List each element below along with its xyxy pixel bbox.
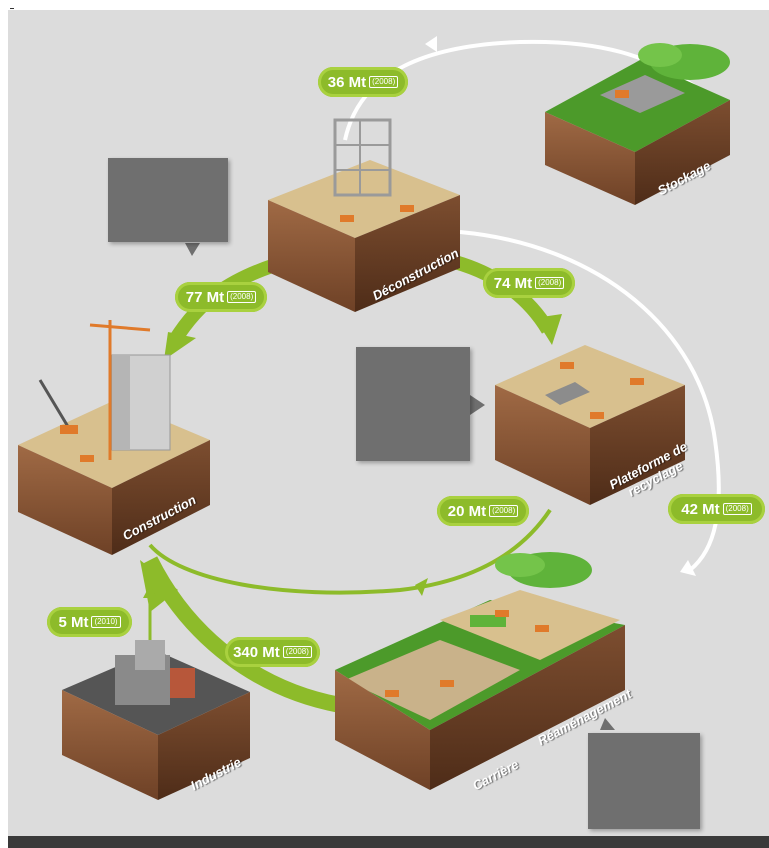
flow-value: 36 Mt [327, 73, 367, 91]
flow-value: 5 Mt [58, 613, 89, 631]
arrowhead-340 [140, 560, 178, 612]
flow-year: (2008) [227, 291, 257, 303]
flow-badge-36: 36 Mt(2008) [318, 67, 408, 97]
plateforme-block [495, 345, 685, 505]
footer-bar [8, 836, 769, 848]
corner-mark [10, 8, 14, 9]
flow-value: 340 Mt [233, 643, 280, 661]
flow-year: (2008) [282, 646, 312, 658]
arrowhead-stockage [425, 36, 437, 52]
stockage-block [545, 43, 730, 205]
arrowhead-reamenagement [680, 560, 696, 576]
arrowhead-77 [164, 332, 196, 360]
flow-badge-340: 340 Mt(2008) [225, 637, 320, 667]
flow-badge-20: 20 Mt(2008) [437, 496, 529, 526]
arrow-to-reamenagement [459, 230, 721, 572]
flow-value: 42 Mt [681, 500, 720, 518]
flow-year: (2008) [535, 277, 565, 289]
info-note-middle [356, 347, 470, 461]
arrowhead-74 [535, 314, 562, 345]
info-note-top [108, 158, 228, 242]
flow-badge-77: 77 Mt(2008) [175, 282, 267, 312]
flow-year: (2008) [369, 76, 399, 88]
flow-year: (2008) [489, 505, 519, 517]
deconstruction-block [268, 118, 460, 312]
flow-badge-42: 42 Mt(2008) [668, 494, 765, 524]
note-pointer-middle [470, 395, 485, 415]
flow-year: (2008) [722, 503, 752, 515]
arrowhead-20 [415, 578, 428, 596]
carriere-block [335, 552, 625, 790]
arrowhead-5 [143, 585, 157, 598]
note-pointer-top [185, 243, 200, 256]
flow-value: 74 Mt [493, 274, 533, 292]
info-note-bottom [588, 733, 700, 829]
note-pointer-bottom [600, 718, 615, 730]
flow-year: (2010) [91, 616, 121, 628]
arrow-20 [148, 508, 552, 595]
flow-value: 20 Mt [447, 502, 487, 520]
flow-badge-74: 74 Mt(2008) [483, 268, 575, 298]
industrie-block [62, 640, 250, 800]
construction-block [18, 320, 210, 555]
flow-badge-5: 5 Mt(2010) [47, 607, 132, 637]
flow-value: 77 Mt [185, 288, 225, 306]
